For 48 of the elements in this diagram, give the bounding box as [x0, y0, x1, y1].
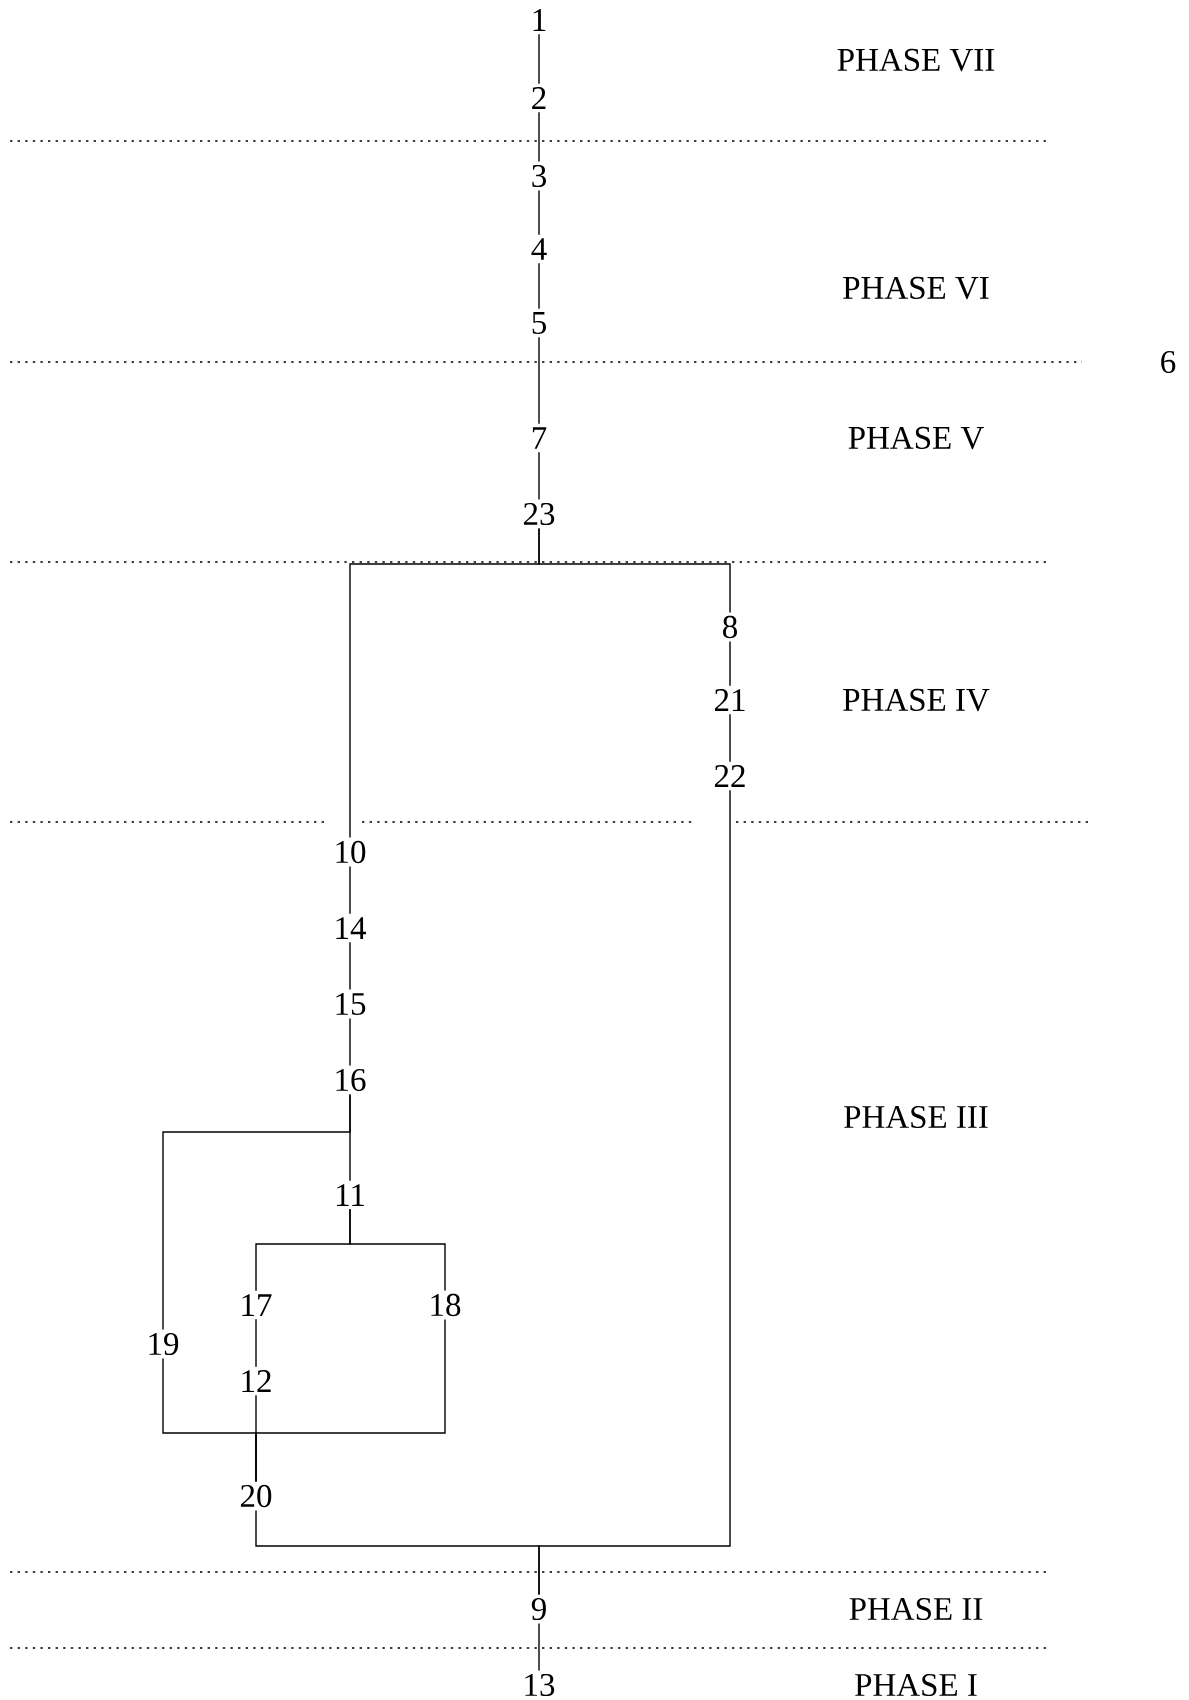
phase-label: PHASE VI [843, 276, 989, 300]
stratigraphic-line [349, 865, 351, 915]
unit-number: 5 [532, 312, 546, 334]
stratigraphic-line [538, 262, 540, 310]
unit-number: 17 [242, 1294, 272, 1316]
phase-label: PHASE V [848, 426, 984, 450]
phase-label: PHASE IV [843, 688, 990, 712]
stratigraphic-line [255, 1318, 446, 1483]
phase-label: PHASE III [844, 1105, 988, 1129]
unit-number: 10 [336, 840, 366, 864]
unit-number: 12 [242, 1370, 271, 1392]
unit-number: 4 [531, 238, 547, 260]
unit-number: 9 [531, 1597, 546, 1621]
stratigraphic-line [538, 451, 540, 501]
unit-number: 1 [533, 9, 546, 31]
stratigraphic-line [349, 941, 351, 991]
unit-number: 20 [240, 1484, 272, 1508]
unit-number: 14 [336, 917, 366, 939]
stratigraphic-line [349, 1017, 351, 1067]
phase-label: PHASE I [855, 1673, 977, 1697]
unit-number: 15 [336, 992, 366, 1016]
unit-number: 19 [149, 1332, 179, 1356]
unit-number: 18 [431, 1293, 461, 1317]
stratigraphic-line [538, 527, 731, 614]
stratigraphic-line [538, 336, 540, 425]
unit-number: 8 [723, 615, 737, 639]
phase-label: PHASE VII [837, 48, 995, 72]
unit-number: 6 [1161, 350, 1176, 374]
stratigraphic-line [349, 1208, 446, 1292]
unit-number: 22 [714, 765, 745, 787]
unit-number: 11 [337, 1184, 364, 1206]
stratigraphic-line [729, 713, 731, 763]
unit-number: 2 [532, 87, 546, 109]
stratigraphic-line [729, 640, 731, 687]
unit-number: 3 [532, 164, 546, 188]
unit-number: 23 [523, 502, 555, 526]
stratigraphic-line [349, 1093, 351, 1182]
stratigraphic-line [538, 111, 540, 163]
stratigraphic-line [538, 189, 540, 236]
unit-number: 21 [714, 689, 745, 711]
stratigraphic-line [538, 789, 731, 1596]
stratigraphic-line [538, 1622, 540, 1672]
phase-label: PHASE II [849, 1597, 983, 1621]
unit-number: 16 [336, 1068, 366, 1092]
stratigraphic-line [538, 33, 540, 85]
unit-number: 13 [525, 1673, 555, 1697]
unit-number: 7 [532, 427, 547, 449]
stratigraphic-line [255, 1318, 257, 1368]
